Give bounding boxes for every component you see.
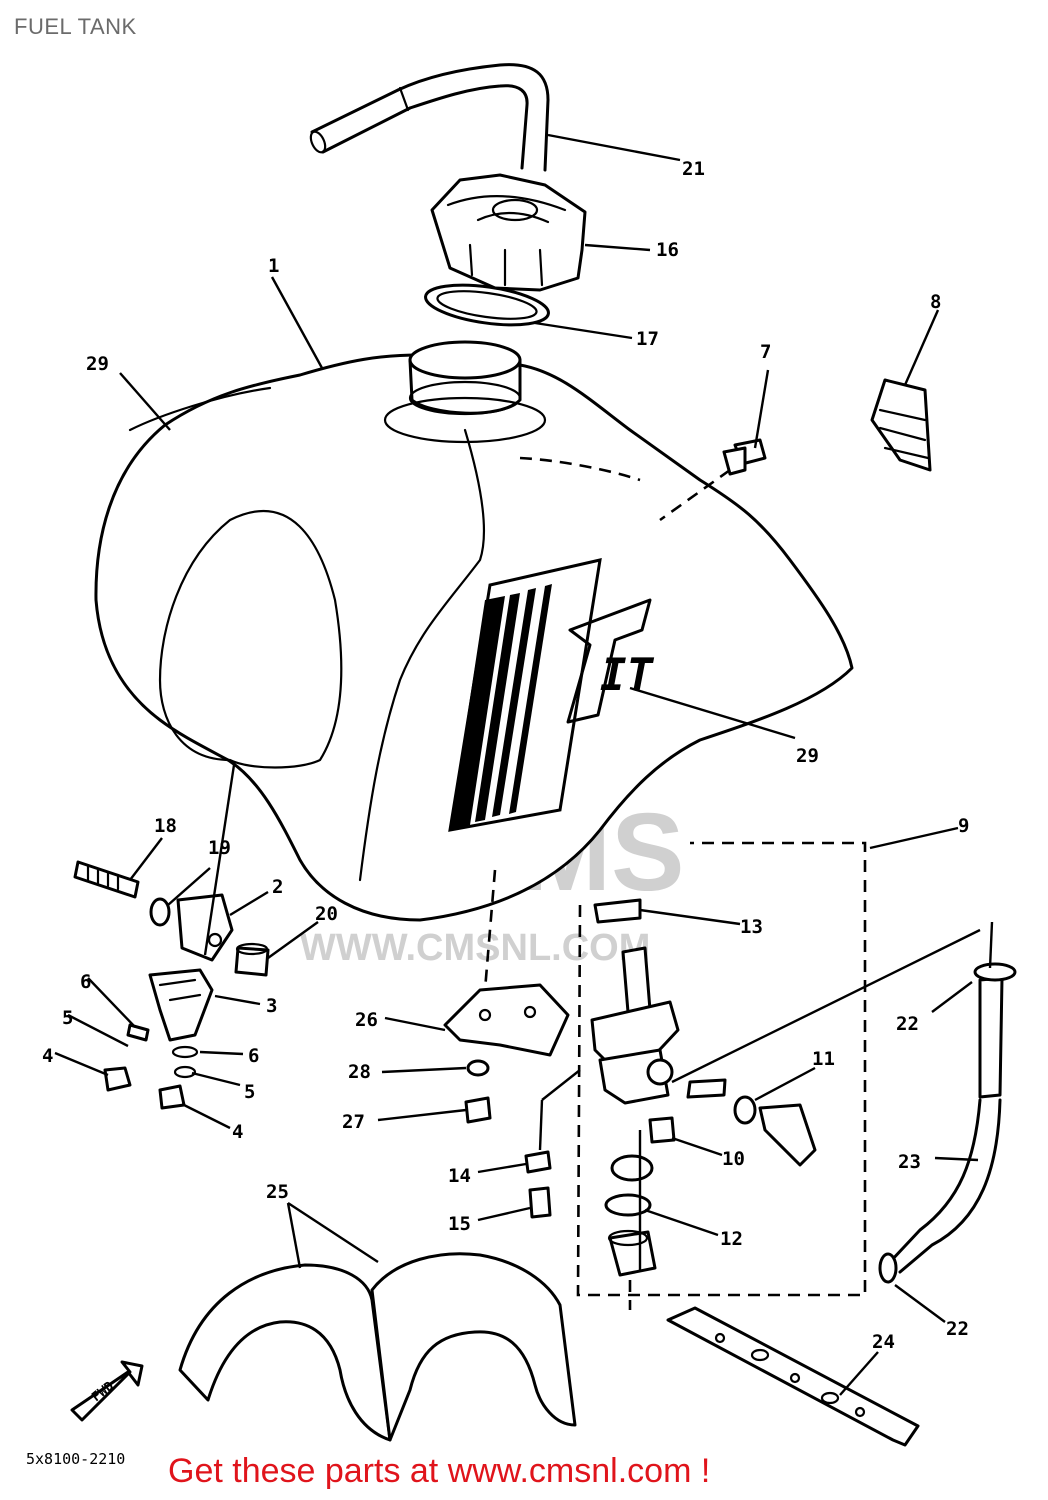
vent-hose: [309, 63, 550, 172]
callout-10: 10: [722, 1148, 745, 1170]
callout-29b: 29: [796, 745, 819, 767]
callout-23: 23: [898, 1151, 921, 1173]
watermark-url: WWW.CMSNL.COM: [300, 927, 650, 969]
callout-29a: 29: [86, 353, 109, 375]
drawing-number: 5x8100-2210: [26, 1450, 125, 1468]
callout-3: 3: [266, 995, 277, 1017]
callout-27: 27: [342, 1111, 365, 1133]
rubber-strap: [666, 1306, 920, 1447]
callout-labels: 1 2 3 4 4 5 5 6 6 7 8 9 10 11 12 13 14 1…: [26, 158, 969, 1468]
callout-25: 25: [266, 1181, 289, 1203]
callout-28: 28: [348, 1061, 371, 1083]
callout-1: 1: [268, 255, 279, 277]
callout-13: 13: [740, 916, 763, 938]
mounting-hardware-left: [54, 764, 319, 1130]
callout-4a: 4: [42, 1045, 53, 1067]
footer-cta-link[interactable]: Get these parts at www.cmsnl.com !: [168, 1452, 711, 1490]
callout-7: 7: [760, 341, 771, 363]
callout-19: 19: [208, 837, 231, 859]
callout-22a: 22: [896, 1013, 919, 1035]
callout-20: 20: [315, 903, 338, 925]
callout-4b: 4: [232, 1121, 243, 1143]
callout-6b: 6: [248, 1045, 259, 1067]
screw-7: [659, 369, 770, 522]
callout-17: 17: [636, 328, 659, 350]
callout-26: 26: [355, 1009, 378, 1031]
callout-16: 16: [656, 239, 679, 261]
callout-9: 9: [958, 815, 969, 837]
fuel-hose: [878, 921, 1017, 1323]
fuel-cap: [430, 173, 587, 292]
tank-protector-pads: [178, 1201, 577, 1442]
callout-2: 2: [272, 876, 283, 898]
fuel-tank-body: IT: [94, 340, 854, 922]
callout-24: 24: [872, 1331, 895, 1353]
callout-5a: 5: [62, 1007, 73, 1029]
forward-arrow: FWD: [70, 1360, 144, 1422]
callout-6a: 6: [80, 971, 91, 993]
bracket-8: [870, 309, 940, 472]
cap-gasket: [424, 283, 550, 327]
leader-lines: [119, 133, 796, 740]
callout-14: 14: [448, 1165, 471, 1187]
callout-18: 18: [154, 815, 177, 837]
callout-5b: 5: [244, 1081, 255, 1103]
callout-12: 12: [720, 1228, 743, 1250]
callout-8: 8: [930, 291, 941, 313]
callout-21: 21: [682, 158, 705, 180]
callout-11: 11: [812, 1048, 835, 1070]
callout-22b: 22: [946, 1318, 969, 1340]
bracket-26: [377, 869, 570, 1124]
callout-15: 15: [448, 1213, 471, 1235]
fuel-cock-assembly: [477, 826, 981, 1310]
page-title: FUEL TANK: [14, 14, 137, 39]
